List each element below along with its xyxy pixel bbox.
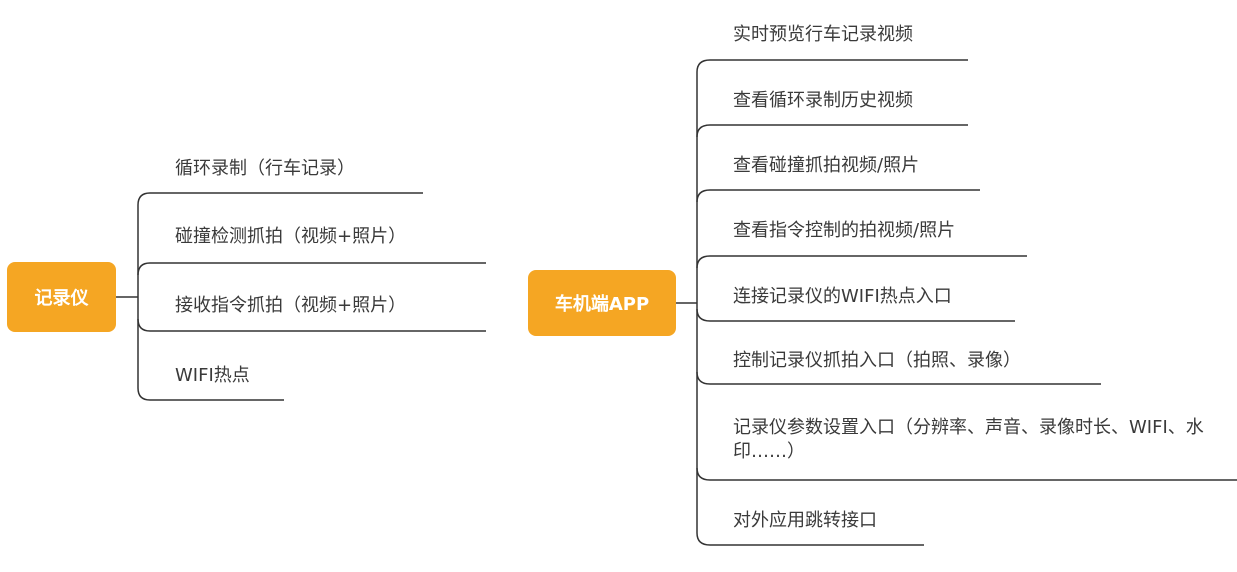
right-branch-5-label: 连接记录仪的WIFI热点入口 bbox=[733, 286, 952, 307]
right-branch-2-label: 查看循环录制历史视频 bbox=[733, 90, 913, 111]
right-root-label: 车机端APP bbox=[554, 294, 650, 315]
left-root-label: 记录仪 bbox=[34, 288, 89, 309]
right-branch-elbow-4 bbox=[696, 255, 711, 269]
right-branch-7[interactable]: 记录仪参数设置入口（分辨率、声音、录像时长、WIFI、水印……） bbox=[733, 416, 1219, 464]
left-branch-elbow-3 bbox=[137, 318, 151, 332]
right-branch-1[interactable]: 实时预览行车记录视频 bbox=[733, 23, 913, 47]
right-branch-7-label: 记录仪参数设置入口（分辨率、声音、录像时长、WIFI、水印……） bbox=[733, 417, 1204, 462]
right-branch-6-label: 控制记录仪抓拍入口（拍照、录像） bbox=[733, 350, 1021, 371]
right-branch-spine bbox=[696, 59, 711, 546]
left-root-node[interactable]: 记录仪 bbox=[7, 262, 116, 332]
right-branch-elbow-3 bbox=[696, 189, 711, 203]
left-branch-3-label: 接收指令抓拍（视频+照片） bbox=[175, 295, 407, 316]
right-branch-3[interactable]: 查看碰撞抓拍视频/照片 bbox=[733, 154, 919, 178]
left-branch-4-label: WIFI热点 bbox=[175, 365, 250, 386]
right-branch-4[interactable]: 查看指令控制的拍视频/照片 bbox=[733, 219, 955, 243]
left-branch-1[interactable]: 循环录制（行车记录） bbox=[175, 157, 355, 181]
right-branch-3-label: 查看碰撞抓拍视频/照片 bbox=[733, 155, 920, 176]
left-branch-2-label: 碰撞检测抓拍（视频+照片） bbox=[175, 226, 407, 247]
left-branch-elbow-2 bbox=[137, 262, 151, 276]
right-branch-elbow-5 bbox=[696, 308, 711, 322]
right-branch-1-label: 实时预览行车记录视频 bbox=[733, 24, 913, 45]
right-branch-elbow-2 bbox=[696, 124, 711, 138]
left-branch-2[interactable]: 碰撞检测抓拍（视频+照片） bbox=[175, 225, 406, 249]
right-branch-8[interactable]: 对外应用跳转接口 bbox=[733, 509, 877, 533]
right-branch-6[interactable]: 控制记录仪抓拍入口（拍照、录像） bbox=[733, 349, 1021, 373]
right-branch-elbow-7 bbox=[696, 467, 711, 481]
right-branch-elbow-6 bbox=[696, 371, 711, 385]
right-branch-2[interactable]: 查看循环录制历史视频 bbox=[733, 89, 913, 113]
left-branch-spine bbox=[137, 192, 151, 401]
left-branch-1-label: 循环录制（行车记录） bbox=[175, 158, 355, 179]
right-branch-8-label: 对外应用跳转接口 bbox=[733, 510, 877, 531]
right-branch-4-label: 查看指令控制的拍视频/照片 bbox=[733, 220, 956, 241]
left-branch-4[interactable]: WIFI热点 bbox=[175, 364, 250, 388]
right-root-node[interactable]: 车机端APP bbox=[528, 270, 676, 336]
left-branch-3[interactable]: 接收指令抓拍（视频+照片） bbox=[175, 294, 406, 318]
right-branch-5[interactable]: 连接记录仪的WIFI热点入口 bbox=[733, 285, 952, 309]
